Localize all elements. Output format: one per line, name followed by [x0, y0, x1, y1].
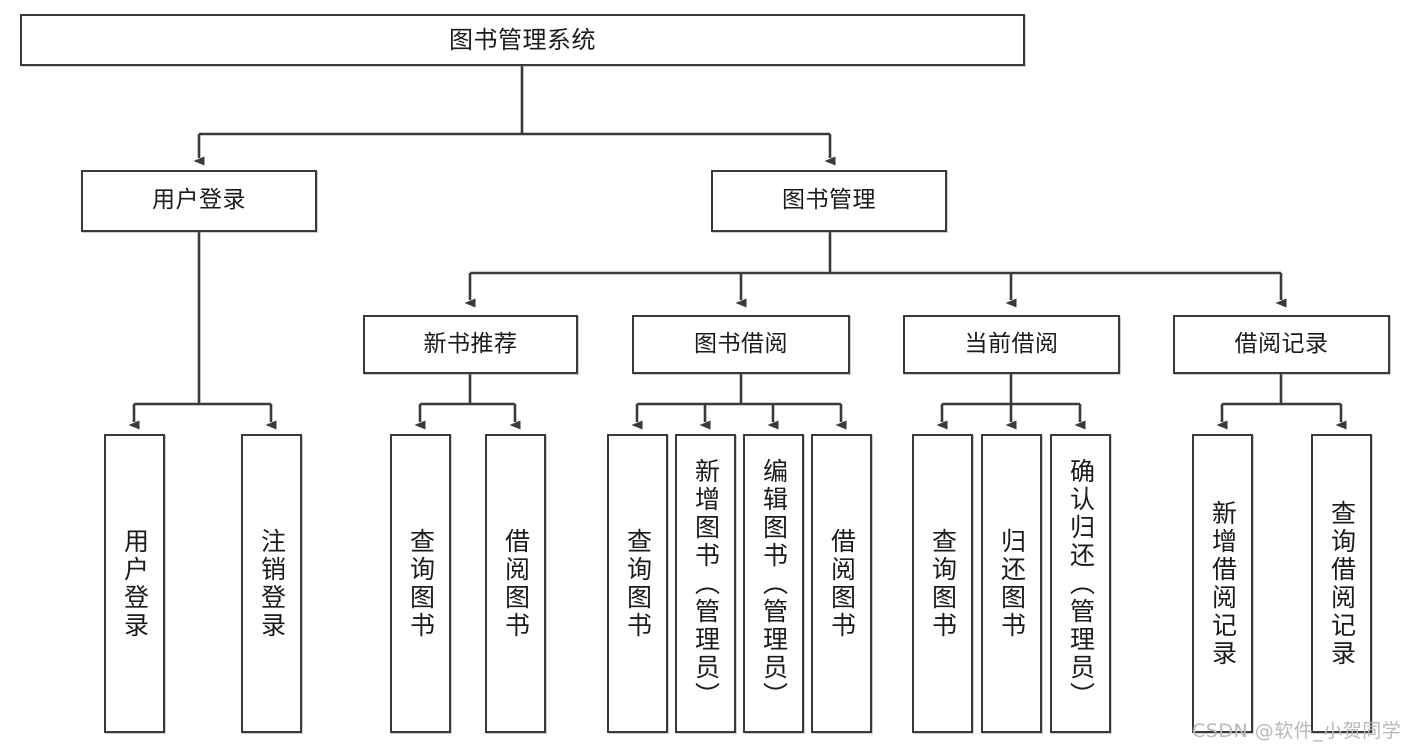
- node-label: 确认归还（管理员）: [1066, 457, 1096, 710]
- node-label: 归还图书: [997, 527, 1027, 640]
- node-label: 新增图书（管理员）: [691, 457, 721, 710]
- node-label: 新增借阅记录: [1208, 499, 1238, 668]
- node-label: 编辑图书（管理员）: [759, 457, 789, 710]
- leaf-add-book[interactable]: 新增图书（管理员）: [675, 434, 736, 733]
- node-label: 查询借阅记录: [1327, 499, 1357, 668]
- node-root-book-management-system[interactable]: 图书管理系统: [20, 14, 1025, 66]
- node-label: 图书管理系统: [449, 25, 596, 54]
- node-label: 查询图书: [406, 527, 436, 640]
- node-label: 借阅图书: [501, 527, 531, 640]
- node-label: 查询图书: [623, 527, 653, 640]
- node-current-borrow[interactable]: 当前借阅: [903, 315, 1120, 374]
- node-borrow-record[interactable]: 借阅记录: [1173, 315, 1390, 374]
- node-book-manage[interactable]: 图书管理: [711, 170, 947, 232]
- node-label: 新书推荐: [423, 330, 518, 357]
- node-label: 用户登录: [120, 527, 150, 640]
- node-label: 查询图书: [928, 527, 958, 640]
- node-user-login[interactable]: 用户登录: [81, 170, 317, 232]
- node-label: 图书借阅: [694, 330, 788, 357]
- leaf-borrow-book[interactable]: 借阅图书: [811, 434, 872, 733]
- leaf-query-book-recommend[interactable]: 查询图书: [390, 434, 451, 733]
- node-label: 当前借阅: [964, 330, 1059, 357]
- node-label: 图书管理: [782, 187, 876, 214]
- node-label: 用户登录: [152, 187, 246, 214]
- leaf-query-book-current[interactable]: 查询图书: [912, 434, 973, 733]
- leaf-query-borrow-record[interactable]: 查询借阅记录: [1311, 434, 1372, 733]
- leaf-borrow-book-recommend[interactable]: 借阅图书: [485, 434, 546, 733]
- leaf-confirm-return[interactable]: 确认归还（管理员）: [1050, 434, 1111, 733]
- node-book-borrow[interactable]: 图书借阅: [632, 315, 850, 374]
- node-label: 借阅图书: [827, 527, 857, 640]
- leaf-user-logout[interactable]: 注销登录: [241, 434, 302, 733]
- node-label: 注销登录: [257, 527, 287, 640]
- leaf-query-book-borrow[interactable]: 查询图书: [607, 434, 668, 733]
- node-new-book-recommend[interactable]: 新书推荐: [363, 315, 578, 374]
- csdn-watermark: CSDN @软件_小贺同学: [1192, 720, 1402, 742]
- node-label: 借阅记录: [1234, 330, 1329, 357]
- leaf-return-book[interactable]: 归还图书: [981, 434, 1042, 733]
- leaf-user-login[interactable]: 用户登录: [104, 434, 165, 733]
- leaf-edit-book[interactable]: 编辑图书（管理员）: [743, 434, 804, 733]
- leaf-add-borrow-record[interactable]: 新增借阅记录: [1192, 434, 1253, 733]
